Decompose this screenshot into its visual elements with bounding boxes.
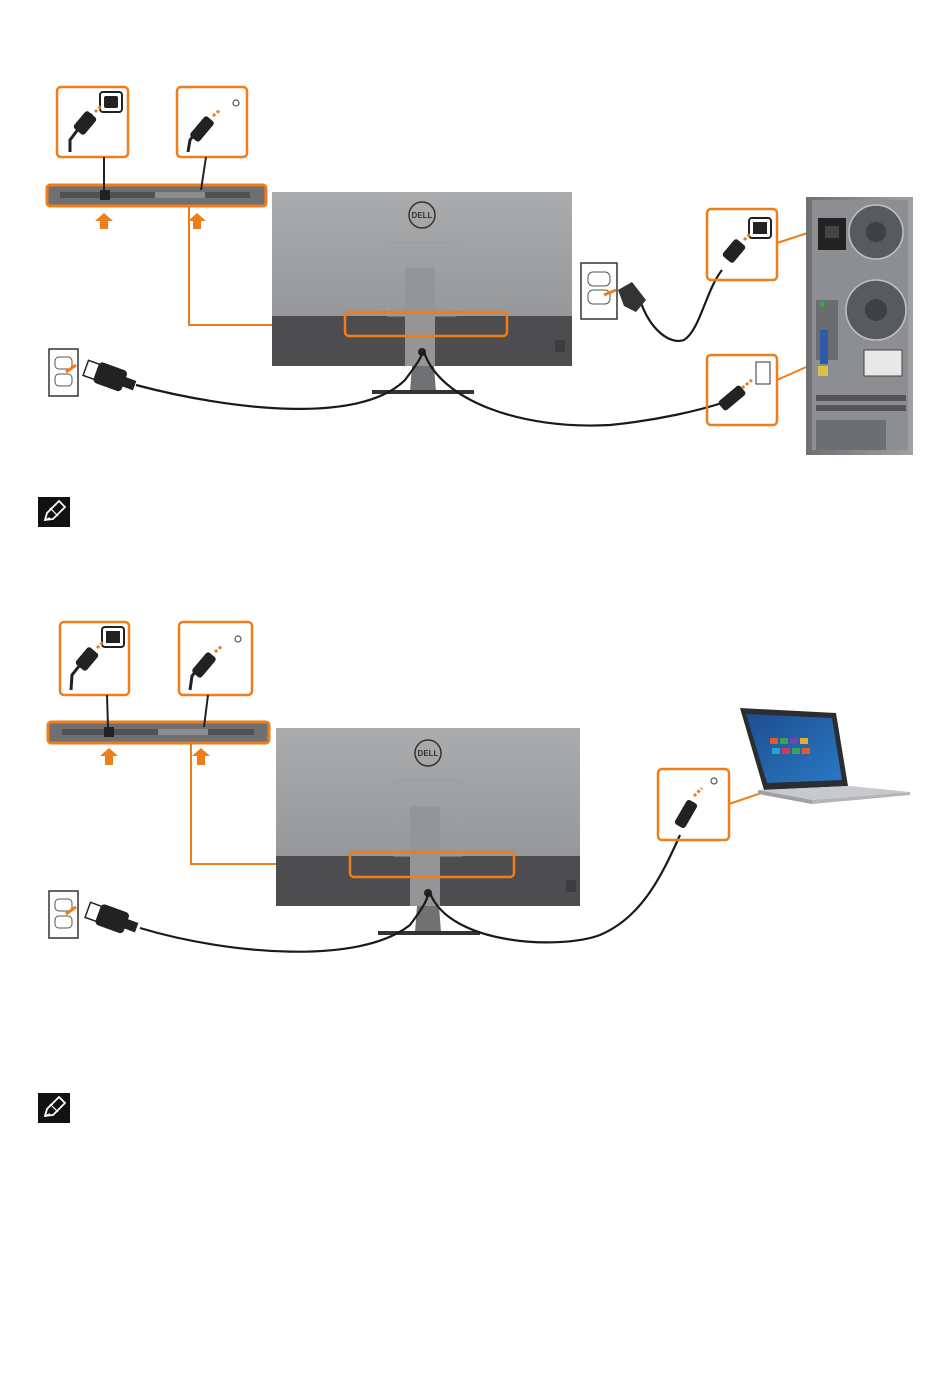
desktop-tower [806, 197, 913, 455]
power-connector-callout [60, 622, 129, 695]
wall-outlet-icon [49, 891, 140, 938]
dell-logo-text: DELL [412, 211, 433, 220]
up-arrow-icon [192, 748, 210, 765]
pencil-note-icon [38, 1093, 70, 1123]
connection-diagram-laptop: DELL [0, 615, 950, 975]
monitor-port-panel [47, 157, 266, 206]
usb-connector-icon [188, 100, 239, 152]
laptop [740, 708, 910, 804]
connection-diagram-desktop: DELL [0, 80, 950, 470]
up-arrow-icon [95, 213, 113, 229]
up-arrow-icon [188, 213, 206, 229]
power-connector-icon [70, 92, 122, 152]
usb-connector-callout [179, 622, 252, 695]
up-arrow-icon [100, 748, 118, 765]
pencil-note-icon [38, 497, 70, 527]
laptop-usb-callout [658, 769, 770, 840]
monitor-port-panel [48, 695, 269, 743]
wall-outlet-icon [581, 263, 646, 319]
usb-connector-callout [177, 87, 247, 157]
tower-usb-callout [707, 355, 822, 425]
monitor-back: DELL [272, 192, 572, 394]
power-connector-callout [57, 87, 128, 157]
dell-logo-text: DELL [418, 749, 439, 758]
monitor-back: DELL [276, 728, 580, 935]
wall-outlet-icon [49, 349, 138, 396]
